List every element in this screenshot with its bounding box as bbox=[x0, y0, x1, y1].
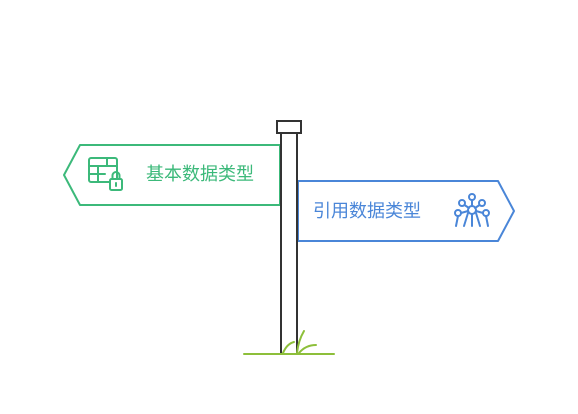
database-lock-icon bbox=[88, 157, 123, 191]
network-structure-icon bbox=[454, 193, 490, 227]
signpost-pole bbox=[280, 131, 298, 355]
right-sign-label: 引用数据类型 bbox=[313, 201, 421, 222]
signpost-cap bbox=[276, 120, 302, 134]
grass-icon bbox=[282, 330, 317, 354]
left-sign-label: 基本数据类型 bbox=[146, 164, 254, 185]
